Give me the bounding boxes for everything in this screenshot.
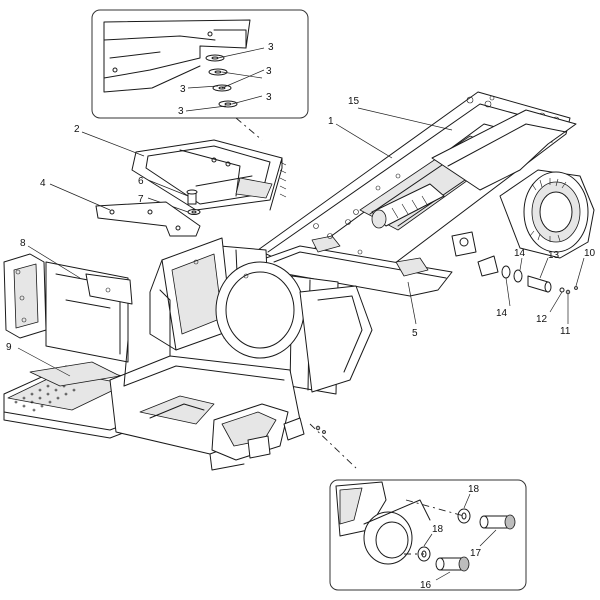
bottom-detail-inset [329, 479, 527, 591]
callout-5: 5 [412, 328, 418, 339]
callout-14a: 14 [496, 308, 508, 319]
callout-9: 9 [6, 342, 12, 353]
callout-15: 15 [348, 96, 360, 107]
small-hardware-bottom [315, 425, 326, 434]
part-18-washer-a [457, 508, 471, 524]
part-7-washer [187, 209, 201, 215]
part-8-side-panel [3, 253, 133, 363]
callout-1: 1 [328, 116, 334, 127]
callout-3d: 3 [266, 92, 272, 103]
pin-hardware [501, 265, 578, 295]
callout-18b: 18 [432, 524, 444, 535]
part-14-seal-b [513, 269, 523, 283]
shim-stack [205, 54, 238, 108]
callout-14b: 14 [514, 248, 526, 259]
callout-13: 13 [548, 250, 560, 261]
part-10-grease-nipple [574, 286, 578, 290]
callout-18a: 18 [468, 484, 480, 495]
part-1-main-frame [149, 91, 595, 395]
part-16-pin [435, 556, 470, 572]
part-11-nut [565, 289, 571, 295]
part-6-bolt [186, 189, 198, 205]
callout-11: 11 [560, 326, 571, 337]
part-12-washer [559, 287, 565, 293]
callout-8: 8 [20, 238, 26, 249]
callout-3b: 3 [266, 66, 272, 77]
callout-4: 4 [40, 178, 46, 189]
top-detail-inset: 3 3 3 3 3 [91, 9, 309, 119]
part-17-pin [479, 514, 516, 530]
callout-16: 16 [420, 580, 432, 591]
callout-3c: 3 [180, 84, 186, 95]
rear-hub-housing [499, 169, 595, 259]
lower-floor-frame [109, 289, 305, 471]
internal-cylinder [371, 183, 445, 229]
part-4-bracket-plate [95, 201, 201, 237]
callout-17: 17 [470, 548, 482, 559]
part-2-seat-plate [131, 139, 287, 211]
callout-10: 10 [584, 248, 596, 259]
callout-3a: 3 [268, 42, 274, 53]
callout-7: 7 [138, 194, 144, 205]
callout-2: 2 [74, 124, 80, 135]
callout-3e: 3 [178, 106, 184, 117]
part-14-seal-a [501, 265, 511, 279]
callout-6: 6 [138, 176, 144, 187]
callout-12: 12 [536, 314, 548, 325]
top-inset-connector [235, 117, 263, 141]
bottom-inset-connector [309, 423, 357, 469]
